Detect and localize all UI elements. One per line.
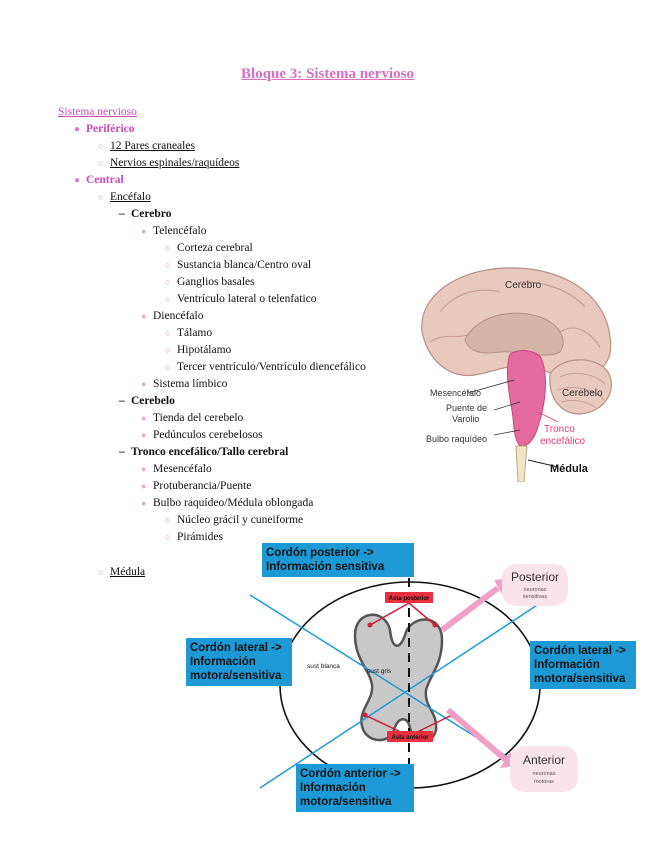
label-sust-blanca: sust blanca (307, 663, 340, 670)
label-varolio: Varolio (452, 414, 479, 424)
label-asta-anterior: Asta anterior (391, 735, 429, 741)
label-mesencefalo: Mesencéfalo (430, 388, 481, 398)
outline-central: ●Central (74, 174, 124, 186)
asta-posterior-box (385, 592, 433, 603)
outline-tronco: –Tronco encefálico/Tallo cerebral (119, 446, 289, 458)
label-asta-posterior: Asta posterior (389, 596, 430, 602)
label-encefalico: encefálico (540, 436, 585, 447)
grey-matter (353, 613, 444, 742)
bubble-anterior: Anterior (523, 753, 565, 767)
page-title: Bloque 3: Sistema nervioso (241, 66, 414, 82)
label-medula: Médula (550, 463, 589, 475)
outline-telencefalo: ●Telencéfalo (141, 225, 207, 237)
cordon-anterior-box: Cordón anterior -> Información motora/se… (296, 764, 414, 812)
outline-protuberancia: ●Protuberancia/Puente (141, 480, 252, 492)
cordon-posterior-box: Cordón posterior -> Información sensitiv… (262, 543, 414, 577)
outline-cerebelo: –Cerebelo (119, 395, 175, 407)
outline-bulbo: ●Bulbo raquídeo/Médula oblongada (141, 497, 314, 509)
outline-nucleo: ○Núcleo grácil y cuneiforme (165, 514, 304, 526)
label-bulbo: Bulbo raquídeo (426, 434, 487, 444)
label-cerebelo: Cerebelo (562, 388, 603, 399)
outline-pedunculos: ●Pedúnculos cerebelosos (141, 429, 263, 441)
outline-ventriculo: ○Ventrículo lateral o telenfatico (165, 293, 317, 305)
bubble-posterior-sub1: neuronas (524, 587, 547, 593)
bubble-anterior-sub1: neuronas (533, 771, 556, 777)
outline-root: Sistema nervioso (58, 106, 137, 118)
outline-periferico: ●Periférico (74, 123, 135, 135)
outline-cerebro: –Cerebro (119, 208, 172, 220)
outline-sustancia: ○Sustancia blanca/Centro oval (165, 259, 312, 271)
outline-hipotalamo: ○Hipotálamo (165, 344, 232, 356)
label-sust-gris: sust gris (367, 668, 392, 675)
outline-tienda: ●Tienda del cerebelo (141, 412, 244, 424)
outline-pares: ○12 Pares craneales (98, 140, 195, 152)
asta-anterior-box (387, 731, 433, 742)
cordon-lateral-left-box: Cordón lateral -> Información motora/sen… (186, 638, 292, 686)
outline-ganglios: ○Ganglios basales (165, 276, 255, 288)
outline-limbico: ●Sistema límbico (141, 378, 228, 390)
outline-nervios: ○Nervios espinales/raquídeos (98, 157, 240, 169)
outline-corteza: ○Corteza cerebral (165, 242, 253, 254)
outline-encefalo: ○Encéfalo (98, 191, 151, 203)
bubble-posterior-sub2: sensitivas (523, 594, 547, 600)
outline-mesencefalo: ●Mesencéfalo (141, 463, 212, 475)
label-puente: Puente de (446, 403, 487, 413)
label-cerebro: Cerebro (505, 280, 542, 291)
brain-diagram: Cerebro Mesencéfalo Puente de Varolio Bu… (421, 267, 612, 482)
outline-medula: ○Médula (98, 566, 146, 578)
bubble-posterior: Posterior (511, 570, 559, 584)
bubble-anterior-sub2: motoras (534, 779, 554, 785)
outline-tercer: ○Tercer ventrículo/Ventrículo diencefáli… (165, 361, 366, 373)
outline-piramides: ○Pirámides (165, 531, 223, 543)
outline-diencefalo: ●Diencéfalo (141, 310, 204, 322)
cordon-lateral-right-box: Cordón lateral -> Información motora/sen… (530, 641, 636, 689)
label-tronco: Tronco (544, 424, 575, 435)
brainstem-shape (506, 350, 546, 447)
outline-talamo: ○Tálamo (165, 327, 213, 339)
